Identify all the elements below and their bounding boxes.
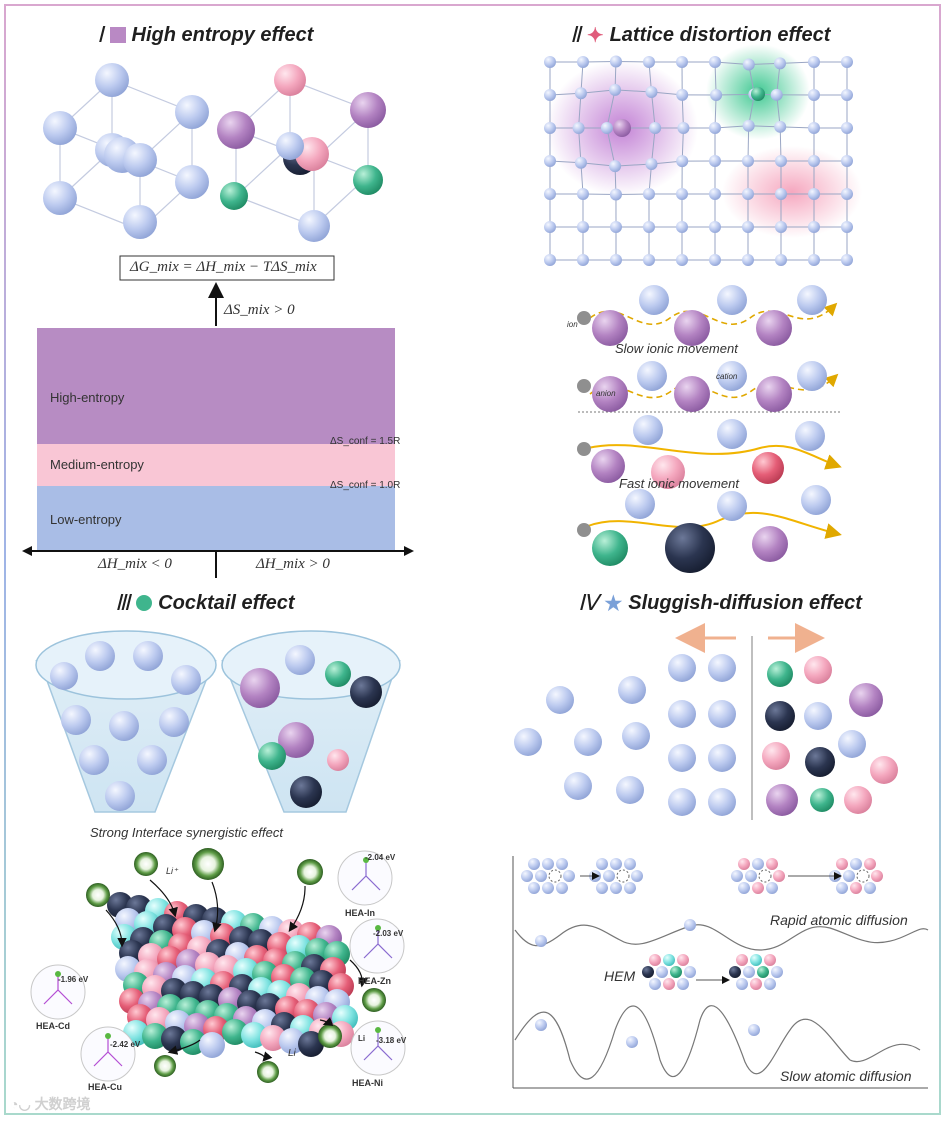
panel-numeral-1: Ⅰ <box>97 22 104 47</box>
band-medium-entropy <box>37 444 395 486</box>
axis-label-negative: ΔH_mix < 0 <box>98 556 172 572</box>
band-label-low: Low-entropy <box>50 512 122 527</box>
label-li-inset: Li <box>358 1034 366 1043</box>
panel-title-text-2: Lattice distortion effect <box>609 23 831 46</box>
watermark-logo-icon: ◔◡ <box>10 1096 31 1112</box>
band-label-medium: Medium-entropy <box>50 457 144 472</box>
adsorption-insets <box>30 850 406 1082</box>
label-slow-ionic: Slow ionic movement <box>615 341 738 356</box>
label-rapid-diffusion: Rapid atomic diffusion <box>770 912 908 928</box>
axis-label-positive: ΔH_mix > 0 <box>256 556 330 572</box>
label-anion: anion <box>596 389 616 398</box>
inset-energy-in: -2.04 eV <box>365 853 396 862</box>
hea-surface <box>107 892 358 1058</box>
distorted-lattice-atoms <box>544 55 853 266</box>
label-hem: HEM <box>604 968 636 984</box>
panel-title-text-1: High entropy effect <box>131 23 314 46</box>
inset-energy-zn: -2.03 eV <box>373 929 404 938</box>
band-low-entropy <box>37 486 395 550</box>
watermark-text: 大数跨境 <box>34 1096 91 1112</box>
panel-title-cocktail: Ⅲ Cocktail effect <box>115 590 295 616</box>
label-fast-ionic: Fast ionic movement <box>619 476 739 491</box>
inset-name-cu: HEA-Cu <box>88 1082 122 1092</box>
band-high-entropy <box>37 328 395 444</box>
entropy-condition: ΔS_mix > 0 <box>224 302 295 318</box>
inset-name-cd: HEA-Cd <box>36 1021 70 1031</box>
label-li-plus: Li⁺ <box>166 866 178 876</box>
inset-energy-ni: -3.18 eV <box>376 1036 407 1045</box>
panel-title-sluggish-diffusion: Ⅳ ★ Sluggish-diffusion effect <box>578 590 862 616</box>
energy-landscape-slow <box>514 1005 921 1080</box>
cocktail-cup-pure <box>35 630 217 813</box>
inset-energy-cd: -1.96 eV <box>58 975 89 984</box>
circle-icon <box>136 595 153 611</box>
threshold-medium: ΔS_conf = 1.5R <box>330 436 401 447</box>
cocktail-cup-hea <box>221 630 401 813</box>
label-cation: cation <box>716 372 738 381</box>
label-slow-diffusion: Slow atomic diffusion <box>780 1068 912 1084</box>
watermark: ◔◡ 大数跨境 <box>10 1094 91 1114</box>
diffusing-atoms-energy <box>535 919 760 1048</box>
band-label-high: High-entropy <box>50 390 125 405</box>
inset-energy-cu: -2.42 eV <box>110 1040 141 1049</box>
bcc-lattice-hea-atoms <box>217 64 386 242</box>
small-solute-atom <box>751 87 765 101</box>
panel-numeral-2: Ⅱ <box>570 22 581 47</box>
sparkle-icon: ✦ <box>586 24 604 47</box>
gibbs-equation: ΔG_mix = ΔH_mix − TΔS_mix <box>130 259 317 275</box>
square-icon <box>109 27 126 43</box>
large-solute-atom <box>613 119 631 137</box>
inset-name-zn: HEA-Zn <box>358 976 391 986</box>
inset-name-ni: HEA-Ni <box>352 1078 383 1088</box>
panel-numeral-3: Ⅲ <box>115 590 131 615</box>
bcc-lattice-pure-atoms <box>43 63 209 239</box>
diffusion-interface <box>675 623 825 820</box>
panel-title-lattice-distortion: Ⅱ ✦ Lattice distortion effect <box>570 22 830 48</box>
panel-title-high-entropy: Ⅰ High entropy effect <box>97 22 313 48</box>
diffusion-atoms <box>514 654 898 816</box>
vacancy-diagrams <box>521 858 883 990</box>
label-ion: ion <box>567 320 578 329</box>
inset-structures <box>43 857 393 1067</box>
panel-numeral-4: Ⅳ <box>578 590 599 615</box>
threshold-low: ΔS_conf = 1.0R <box>330 480 401 491</box>
star-icon: ★ <box>604 592 623 615</box>
gibbs-equation-box <box>119 255 335 281</box>
inset-name-in: HEA-In <box>345 908 375 918</box>
distortion-glow <box>546 44 862 238</box>
li-ions <box>86 848 386 1083</box>
energy-landscape-rapid <box>514 924 929 951</box>
label-li: Li <box>288 1048 296 1059</box>
panel-title-text-3: Cocktail effect <box>158 591 295 614</box>
panel-title-text-4: Sluggish-diffusion effect <box>628 591 862 614</box>
cocktail-caption: Strong Interface synergistic effect <box>90 825 283 840</box>
ionic-movement <box>577 285 842 573</box>
